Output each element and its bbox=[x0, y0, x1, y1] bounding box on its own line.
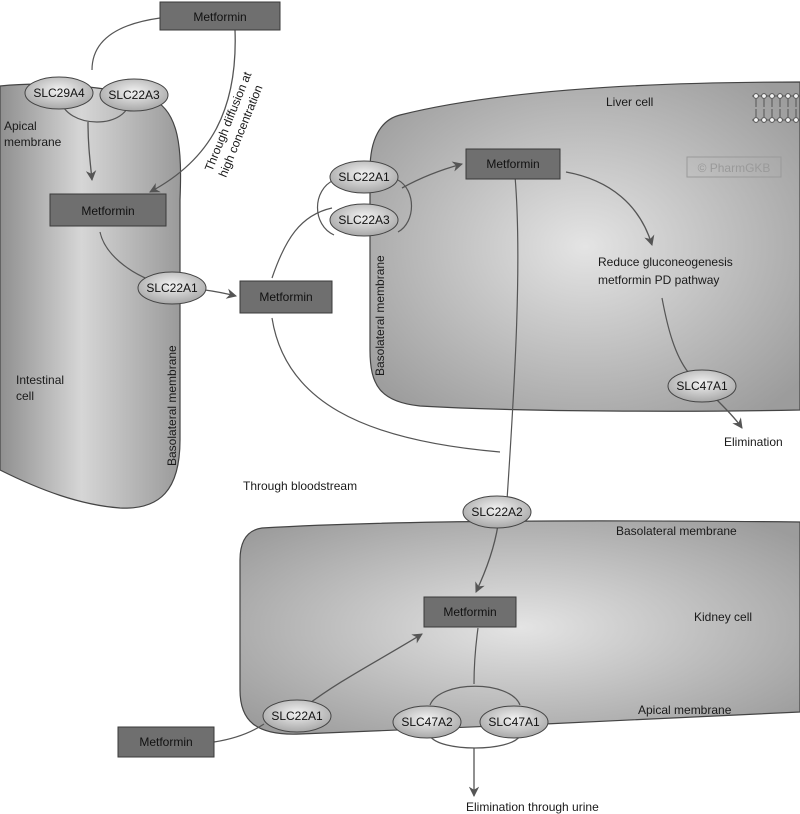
label-urine: Elimination through urine bbox=[466, 800, 599, 814]
transporter-slc22a3-intestine: SLC22A3 bbox=[99, 78, 169, 112]
transporter-slc29a4: SLC29A4 bbox=[24, 76, 94, 110]
arrow-apical-to-intestine-metformin bbox=[85, 121, 97, 182]
connector-kidney-to-apical bbox=[473, 627, 479, 685]
svg-text:Metformin: Metformin bbox=[486, 157, 539, 171]
svg-text:SLC47A1: SLC47A1 bbox=[488, 715, 540, 729]
label-intestinal-cell-2: cell bbox=[16, 389, 34, 403]
label-intestinal-cell: Intestinal bbox=[16, 373, 64, 387]
connector-liver-to-kidney bbox=[506, 175, 519, 501]
metformin-box-kidney: Metformin bbox=[423, 596, 517, 628]
svg-text:Metformin: Metformin bbox=[81, 204, 134, 218]
connector-top-to-apical bbox=[91, 17, 161, 71]
liver-basolateral-enclosure bbox=[316, 179, 412, 236]
transporter-slc47a1-kidney: SLC47A1 bbox=[479, 705, 549, 739]
svg-text:Metformin: Metformin bbox=[443, 605, 496, 619]
metformin-box-blood: Metformin bbox=[239, 280, 333, 314]
pharmgkb-watermark: © PharmGKB bbox=[698, 161, 771, 175]
connector-pd-to-slc47a1 bbox=[661, 297, 689, 373]
transporter-slc22a1-intestine: SLC22A1 bbox=[137, 271, 207, 305]
svg-text:SLC29A4: SLC29A4 bbox=[33, 86, 85, 100]
label-pd-pathway: Reduce gluconeogenesis bbox=[598, 255, 733, 269]
label-apical-kidney: Apical membrane bbox=[638, 703, 732, 717]
transporter-slc22a3-liver: SLC22A3 bbox=[329, 203, 399, 237]
label-elimination: Elimination bbox=[724, 435, 783, 449]
connector-intestine-to-slc22a1 bbox=[99, 231, 151, 281]
liver-cell bbox=[369, 81, 800, 412]
label-pd-pathway-2: metformin PD pathway bbox=[598, 273, 719, 287]
arrow-slc22a2-to-kidney-metformin bbox=[475, 524, 499, 593]
transporter-slc22a2-kidney: SLC22A2 bbox=[462, 495, 532, 529]
svg-text:Metformin: Metformin bbox=[139, 735, 192, 749]
label-basolateral-liver: Basolateral membrane bbox=[373, 255, 387, 376]
metformin-box-top: Metformin bbox=[159, 1, 281, 31]
transporter-slc47a1-liver: SLC47A1 bbox=[667, 369, 737, 403]
svg-text:SLC22A2: SLC22A2 bbox=[471, 505, 523, 519]
svg-text:SLC47A1: SLC47A1 bbox=[676, 379, 728, 393]
arrow-liver-transporter-to-metformin bbox=[401, 161, 464, 189]
arrow-kidney-slc22a1-to-metformin bbox=[305, 633, 423, 707]
svg-text:SLC22A1: SLC22A1 bbox=[146, 281, 198, 295]
transporter-slc22a1-liver: SLC22A1 bbox=[329, 160, 399, 194]
metformin-box-kidney-input: Metformin bbox=[117, 726, 215, 758]
label-basolateral-kidney: Basolateral membrane bbox=[616, 524, 737, 538]
svg-text:SLC47A2: SLC47A2 bbox=[401, 715, 453, 729]
kidney-apical-enclosure bbox=[429, 685, 521, 749]
connector-bottom-metformin-to-slc22a1 bbox=[213, 723, 265, 743]
label-liver-cell: Liver cell bbox=[606, 95, 653, 109]
connector-blood-to-liver bbox=[271, 207, 333, 279]
metformin-box-intestine: Metformin bbox=[49, 193, 167, 227]
transporter-slc22a1-kidney: SLC22A1 bbox=[262, 699, 332, 733]
svg-text:Metformin: Metformin bbox=[193, 10, 246, 24]
svg-text:SLC22A1: SLC22A1 bbox=[271, 709, 323, 723]
transporter-slc47a2-kidney: SLC47A2 bbox=[392, 705, 462, 739]
label-apical-membrane-intestine-2: membrane bbox=[4, 135, 62, 149]
svg-text:SLC22A1: SLC22A1 bbox=[338, 170, 390, 184]
arrow-slc22a1-to-blood bbox=[204, 288, 238, 299]
metformin-box-liver: Metformin bbox=[465, 148, 561, 180]
svg-text:Metformin: Metformin bbox=[259, 290, 312, 304]
label-bloodstream: Through bloodstream bbox=[243, 479, 357, 493]
arrow-diffusion bbox=[149, 29, 236, 193]
svg-text:SLC22A3: SLC22A3 bbox=[338, 213, 390, 227]
label-apical-membrane-intestine: Apical bbox=[4, 119, 37, 133]
label-kidney-cell: Kidney cell bbox=[694, 610, 752, 624]
svg-text:SLC22A3: SLC22A3 bbox=[108, 88, 160, 102]
lipid-bilayer-icon bbox=[752, 93, 800, 123]
pharmgkb-watermark-frame bbox=[686, 156, 782, 178]
label-basolateral-intestine: Basolateral membrane bbox=[165, 345, 179, 466]
arrow-metformin-to-pd bbox=[565, 171, 655, 246]
connector-blood-loop bbox=[271, 317, 501, 453]
